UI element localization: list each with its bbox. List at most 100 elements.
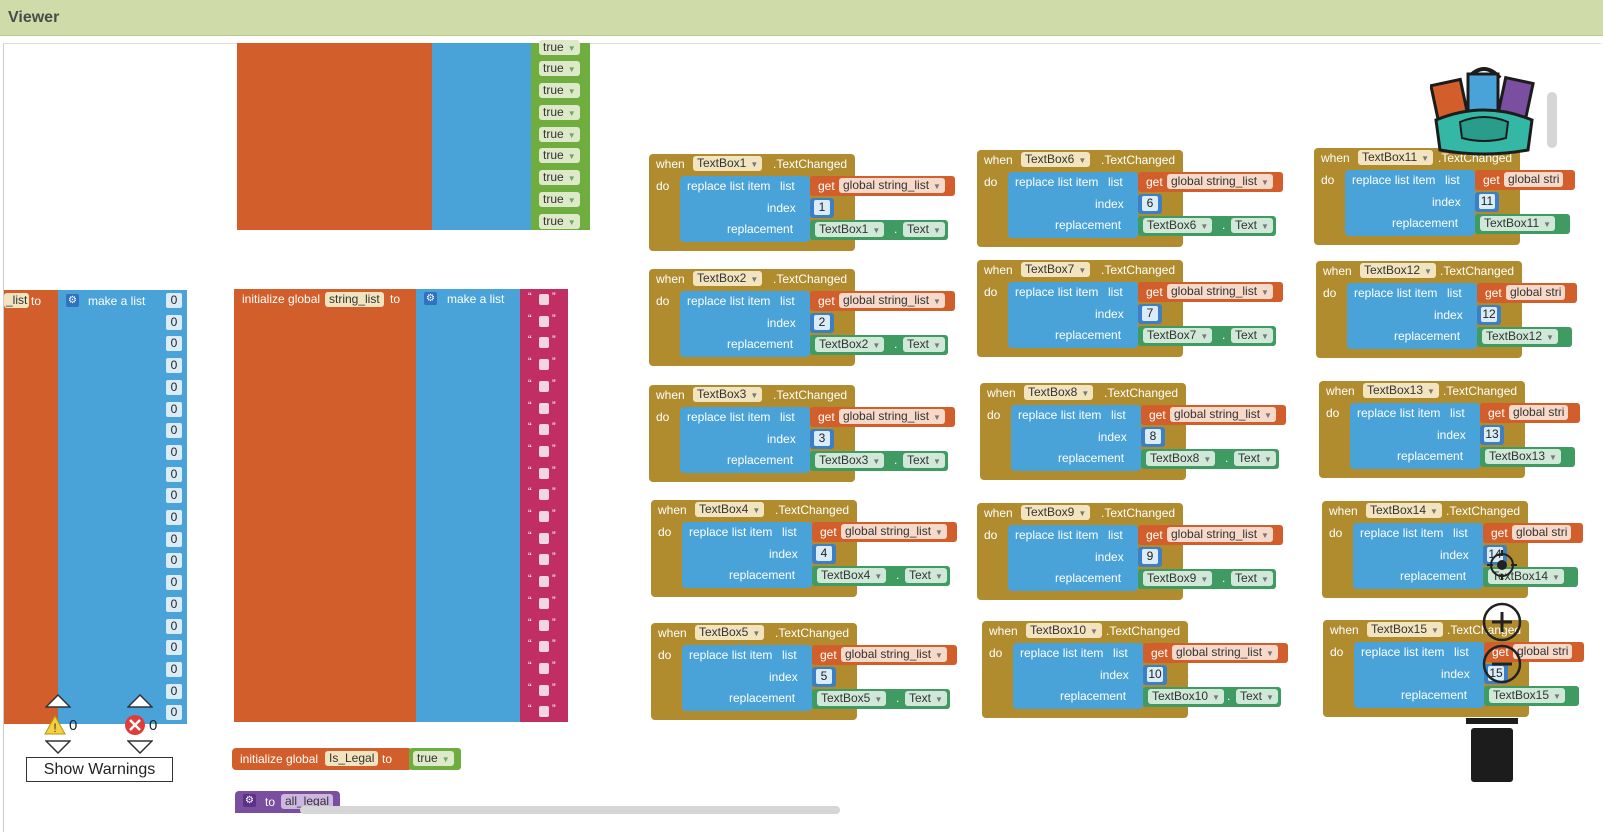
get-variable-select[interactable]: global string_list▼	[1170, 407, 1276, 422]
empty-text-block[interactable]	[539, 316, 549, 327]
empty-text-block[interactable]	[539, 403, 549, 414]
textbox-getter-select[interactable]: TextBox2▼	[815, 337, 885, 352]
get-variable-select[interactable]: global stri	[1506, 285, 1566, 300]
true-value[interactable]: true▼	[539, 192, 580, 207]
warning-down-arrow-icon[interactable]	[45, 740, 71, 754]
true-value[interactable]: true▼	[539, 214, 580, 229]
all-legal-name[interactable]: all_legal	[281, 794, 334, 809]
event-component-select[interactable]: TextBox13▼	[1363, 383, 1439, 398]
index-number[interactable]: 15	[1488, 666, 1504, 681]
textbox-getter-select[interactable]: TextBox1▼	[815, 222, 885, 237]
zero-value[interactable]: 0	[166, 358, 182, 373]
empty-text-block[interactable]	[539, 294, 549, 305]
event-component-select[interactable]: TextBox1▼	[693, 156, 763, 171]
textbox-getter-select[interactable]: TextBox3▼	[815, 453, 885, 468]
get-variable-select[interactable]: global string_list▼	[841, 647, 947, 662]
index-number[interactable]: 11	[1479, 194, 1495, 209]
textbox-getter-select[interactable]: TextBox15▼	[1489, 688, 1565, 703]
empty-text-block[interactable]	[539, 533, 549, 544]
text-property-select[interactable]: Text▼	[1234, 451, 1276, 466]
get-variable-select[interactable]: global stri	[1512, 525, 1572, 540]
text-property-select[interactable]: Text▼	[1231, 328, 1273, 343]
replace-list-item-block[interactable]	[1353, 523, 1483, 589]
index-number[interactable]: 5	[816, 669, 832, 684]
event-component-select[interactable]: TextBox8▼	[1024, 385, 1094, 400]
zero-value[interactable]: 0	[166, 380, 182, 395]
replace-list-item-block[interactable]	[1350, 403, 1480, 469]
replace-list-item-block[interactable]	[682, 522, 812, 588]
empty-text-block[interactable]	[539, 424, 549, 435]
get-variable-select[interactable]: global stri	[1509, 405, 1569, 420]
index-number[interactable]: 7	[1142, 306, 1158, 321]
true-value[interactable]: true▼	[539, 61, 580, 76]
true-value[interactable]: true▼	[539, 148, 580, 163]
get-variable-select[interactable]: global string_list▼	[841, 524, 947, 539]
event-component-select[interactable]: TextBox4▼	[695, 502, 765, 517]
replace-list-item-block[interactable]	[1008, 172, 1138, 238]
zero-value[interactable]: 0	[166, 619, 182, 634]
index-number[interactable]: 6	[1142, 196, 1158, 211]
text-property-select[interactable]: Text▼	[905, 568, 947, 583]
get-variable-select[interactable]: global string_list▼	[1167, 284, 1273, 299]
zoom-in-icon[interactable]	[1482, 602, 1522, 642]
zero-value[interactable]: 0	[166, 488, 182, 503]
event-component-select[interactable]: TextBox6▼	[1021, 152, 1091, 167]
index-number[interactable]: 4	[816, 546, 832, 561]
empty-text-block[interactable]	[539, 706, 549, 717]
index-number[interactable]: 2	[814, 315, 830, 330]
event-component-select[interactable]: TextBox10▼	[1026, 623, 1102, 638]
textbox-getter-select[interactable]: TextBox11▼	[1480, 216, 1556, 231]
recenter-icon[interactable]	[1486, 549, 1518, 581]
empty-text-block[interactable]	[539, 685, 549, 696]
true-value[interactable]: true▼	[539, 170, 580, 185]
index-number[interactable]: 10	[1147, 667, 1163, 682]
event-component-select[interactable]: TextBox2▼	[693, 271, 763, 286]
event-component-select[interactable]: TextBox12▼	[1360, 263, 1436, 278]
get-variable-select[interactable]: global string_list▼	[1167, 527, 1273, 542]
index-number[interactable]: 8	[1145, 429, 1161, 444]
zoom-out-icon[interactable]	[1482, 644, 1522, 684]
zero-value[interactable]: 0	[166, 423, 182, 438]
index-number[interactable]: 12	[1481, 307, 1497, 322]
event-component-select[interactable]: TextBox11▼	[1358, 150, 1434, 165]
empty-text-block[interactable]	[539, 641, 549, 652]
index-number[interactable]: 3	[814, 431, 830, 446]
gear-icon[interactable]: ⚙	[243, 794, 256, 807]
textbox-getter-select[interactable]: TextBox9▼	[1143, 571, 1213, 586]
empty-text-block[interactable]	[539, 663, 549, 674]
string-list-name[interactable]: string_list	[325, 292, 384, 307]
text-property-select[interactable]: Text▼	[1236, 689, 1278, 704]
gear-icon[interactable]: ⚙	[424, 292, 437, 305]
empty-text-block[interactable]	[539, 489, 549, 500]
get-variable-select[interactable]: global stri	[1513, 644, 1573, 659]
replace-list-item-block[interactable]	[682, 645, 812, 711]
event-component-select[interactable]: TextBox9▼	[1021, 505, 1091, 520]
replace-list-item-block[interactable]	[1011, 405, 1141, 471]
horizontal-scrollbar[interactable]	[300, 806, 840, 814]
textbox-getter-select[interactable]: TextBox6▼	[1143, 218, 1213, 233]
index-number[interactable]: 13	[1484, 427, 1500, 442]
zero-value[interactable]: 0	[166, 684, 182, 699]
textbox-getter-select[interactable]: TextBox10▼	[1148, 689, 1224, 704]
text-property-select[interactable]: Text▼	[903, 337, 945, 352]
textbox-getter-select[interactable]: TextBox4▼	[817, 568, 887, 583]
true-value[interactable]: true▼	[539, 40, 580, 55]
zero-value[interactable]: 0	[166, 705, 182, 720]
get-variable-select[interactable]: global string_list▼	[839, 409, 945, 424]
index-number[interactable]: 1	[814, 200, 830, 215]
empty-text-block[interactable]	[539, 446, 549, 457]
is-legal-true[interactable]: true▼	[413, 751, 454, 766]
zero-value[interactable]: 0	[166, 510, 182, 525]
string-list-blue-block[interactable]	[416, 289, 522, 722]
event-component-select[interactable]: TextBox14▼	[1366, 503, 1442, 518]
zero-value[interactable]: 0	[166, 402, 182, 417]
index-number[interactable]: 14	[1487, 547, 1503, 562]
is-legal-name[interactable]: Is_Legal	[325, 751, 379, 766]
empty-text-block[interactable]	[539, 468, 549, 479]
zero-value[interactable]: 0	[166, 575, 182, 590]
replace-list-item-block[interactable]	[1354, 642, 1484, 708]
zero-value[interactable]: 0	[166, 662, 182, 677]
textbox-getter-select[interactable]: TextBox13▼	[1485, 449, 1561, 464]
event-component-select[interactable]: TextBox3▼	[693, 387, 763, 402]
left-zero-column[interactable]	[164, 290, 187, 724]
